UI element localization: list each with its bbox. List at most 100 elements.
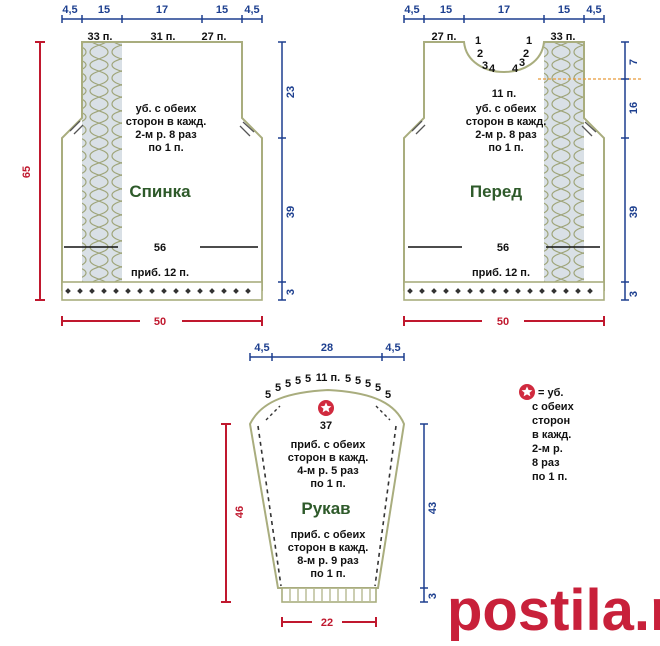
rib-dot [209,288,215,294]
back-stitch-3: 27 п. [202,31,227,43]
rib-dot [527,288,533,294]
rib-dot [419,288,425,294]
front-rib-dots [407,288,593,294]
back-increase: приб. 12 п. [131,267,189,279]
back-top-w1: 4,5 [62,4,77,16]
front-note-4: по 1 п. [488,142,523,154]
watermark: postila.ru [447,578,660,641]
rib-dot [551,288,557,294]
front-neck-left-1: 1 [475,35,481,47]
front-cable-panel [544,42,584,282]
front-top-w2: 15 [440,4,452,16]
legend-line-3: сторон [532,415,570,427]
back-height-body: 39 [285,206,297,218]
sleeve-outline [248,388,406,589]
front-neck-right-3: 3 [519,57,525,69]
sleeve-right-increase-line [374,425,397,587]
front-stitch-1: 27 п. [432,31,457,43]
rib-dot [89,288,95,294]
sleeve-height-left: 46 [234,506,246,518]
legend-line-2: с обеих [532,401,575,413]
sleeve-cap-left-5: 5 [305,373,311,385]
rib-dot [515,288,521,294]
sleeve-height-body: 43 [427,502,439,514]
sleeve-top-w3: 4,5 [385,342,400,354]
sleeve-cap-left-1: 5 [265,389,271,401]
sleeve-cap-center: 11 п. [316,372,340,384]
front-stitch-2: 33 п. [551,31,576,43]
back-stitch-2: 31 п. [151,31,176,43]
sleeve-piece: 4,5 28 4,5 5 5 5 5 5 11 п. 5 5 5 5 5 37 … [221,342,439,629]
back-note-3: 2-м р. 8 раз [135,129,197,141]
back-piece: 4,5 15 17 15 4,5 33 п. 31 п. 27 п. уб. с… [21,4,297,328]
rib-dot [77,288,83,294]
sleeve-cap-left-4: 5 [295,375,301,387]
back-bottom-width: 50 [154,316,166,328]
back-width: 56 [154,242,166,254]
back-height-armhole: 23 [285,86,297,98]
back-top-w3: 17 [156,4,168,16]
sleeve-note1-1: приб. с обеих [291,439,367,451]
front-width: 56 [497,242,509,254]
sleeve-cap-right-4: 5 [375,382,381,394]
front-top-w3: 17 [498,4,510,16]
back-cable-panel [82,42,122,282]
back-height-rib: 3 [285,289,297,295]
sleeve-height-cuff: 3 [427,593,439,599]
sleeve-note2-1: приб. с обеих [291,529,367,541]
rib-dot [233,288,239,294]
sleeve-cap-right-5: 5 [385,389,391,401]
rib-dot [149,288,155,294]
back-title: Спинка [129,182,191,201]
rib-dot [575,288,581,294]
back-top-w2: 15 [98,4,110,16]
front-height-body: 39 [628,206,640,218]
front-note-1: уб. с обеих [476,103,538,115]
sleeve-cap-right-3: 5 [365,378,371,390]
sleeve-cap-right-2: 5 [355,375,361,387]
back-note-2: сторон в кажд. [126,116,207,128]
sleeve-left-increase-line [257,425,282,587]
sleeve-note1-2: сторон в кажд. [288,452,369,464]
front-title: Перед [470,182,523,201]
rib-dot [479,288,485,294]
front-neck-left-3: 3 [482,60,488,72]
front-height-armhole: 16 [628,102,640,114]
rib-dot [137,288,143,294]
front-top-w5: 4,5 [586,4,601,16]
rib-dot [185,288,191,294]
rib-dot [173,288,179,294]
sleeve-cap-count: 37 [320,420,332,432]
rib-dot [431,288,437,294]
rib-dot [161,288,167,294]
sleeve-note2-3: 8-м р. 9 раз [297,555,359,567]
back-stitch-1: 33 п. [88,31,113,43]
rib-dot [587,288,593,294]
sleeve-cap-left-3: 5 [285,378,291,390]
rib-dot [65,288,71,294]
front-neck-left-4: 4 [489,63,496,75]
front-height-neck: 7 [628,59,640,65]
legend-line-4: в кажд. [532,429,571,441]
front-note-2: сторон в кажд. [466,116,547,128]
front-increase: приб. 12 п. [472,267,530,279]
sleeve-top-w2: 28 [321,342,333,354]
back-rib-dots [65,288,251,294]
legend-line-6: 8 раз [532,457,560,469]
back-note-1: уб. с обеих [136,103,198,115]
sleeve-title: Рукав [301,499,350,518]
rib-dot [443,288,449,294]
rib-dot [491,288,497,294]
legend-star-icon [519,384,535,400]
sleeve-bottom-width: 22 [321,617,333,629]
sleeve-cap-right-1: 5 [345,373,351,385]
sleeve-cap-left-2: 5 [275,382,281,394]
front-note-3: 2-м р. 8 раз [475,129,537,141]
back-total-height: 65 [21,166,33,178]
rib-dot [467,288,473,294]
front-piece: 4,5 15 17 15 4,5 27 п. 33 п. 1 2 3 4 1 2… [403,4,642,328]
sleeve-note2-4: по 1 п. [310,568,345,580]
front-neck-right-2: 2 [523,48,529,60]
front-neck-left-2: 2 [477,48,483,60]
